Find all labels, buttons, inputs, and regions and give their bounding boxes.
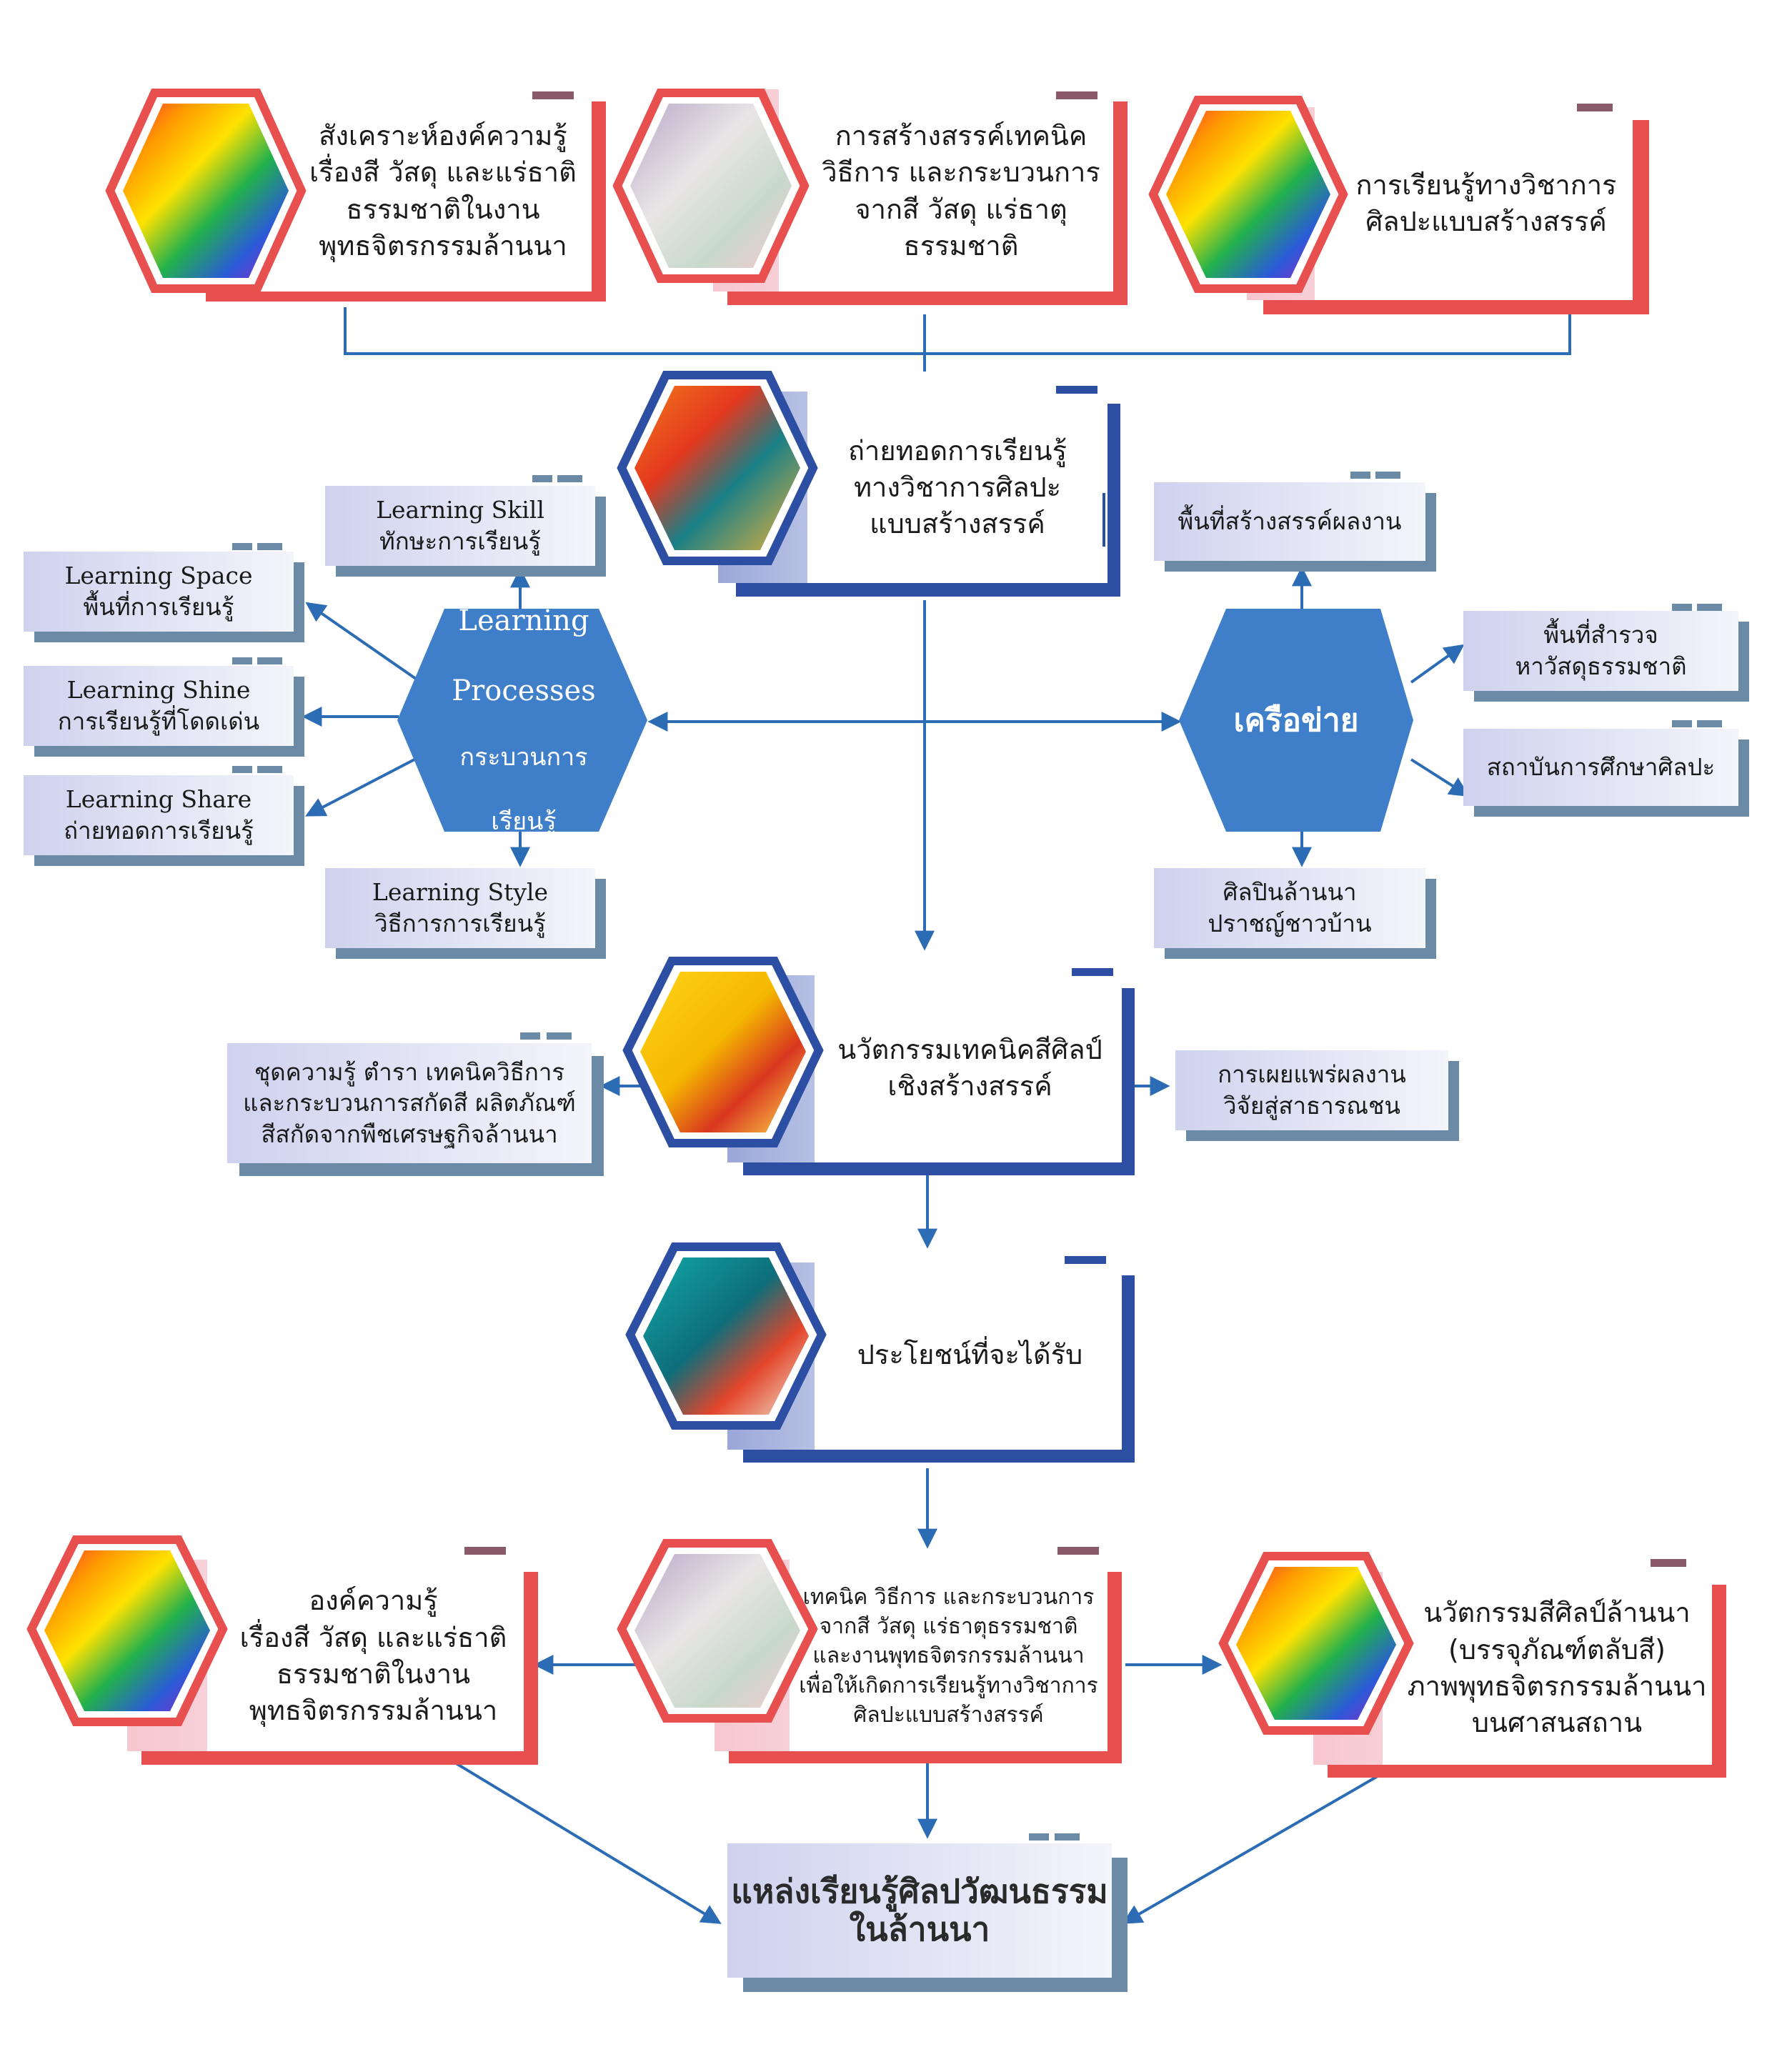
arrow-learning-share [305, 757, 417, 817]
bottom-card-3-text: นวัตกรรมสีศิลป์ล้านนา (บรรจุภัณฑ์ตลับสี)… [1407, 1597, 1707, 1739]
bottom-card-1 [26, 1535, 538, 1765]
top-card-3 [1148, 96, 1649, 314]
learning-style-en: Learning Style [372, 878, 549, 907]
learning-skill-th: ทักษะการเรียนรู้ [379, 527, 542, 555]
network-label: เครือข่าย [1179, 609, 1413, 832]
arrow-to-final-right [1122, 1772, 1384, 1924]
learning-processes-hexagon [397, 609, 647, 832]
learning-hex-line4: เรียนรู้ [491, 807, 557, 837]
final-text: แหล่งเรียนรู้ศิลปวัฒนธรรม ในล้านนา [731, 1872, 1108, 1948]
final-box [727, 1833, 1128, 1992]
network-item-2-text: พื้นที่สำรวจ หาวัสดุธรรมชาติ [1515, 621, 1687, 680]
arrow-to-final-left [445, 1756, 722, 1924]
network-item-4-text: ศิลปินล้านนา ปราชญ์ชาวบ้าน [1208, 878, 1372, 937]
bottom-card-2 [617, 1539, 1122, 1763]
top-card-2 [612, 89, 1128, 305]
learning-share-en: Learning Share [65, 785, 252, 814]
top-card-3-text: การเรียนรู้ทางวิชาการ ศิลปะแบบสร้างสรรค์ [1355, 169, 1617, 237]
learning-shine-th: การเรียนรู้ที่โดดเด่น [57, 707, 260, 735]
bottom-card-3 [1218, 1552, 1726, 1778]
connector-lines [302, 307, 1571, 1924]
top-card-1-text: สังเคราะห์องค์ความรู้ เรื่องสี วัสดุ และ… [309, 119, 577, 262]
arrow-network-institute [1410, 758, 1470, 797]
learning-space-th: พื้นที่การเรียนรู้ [83, 593, 234, 621]
bottom-card-2-text: เทคนิค วิธีการ และกระบวนการ จากสี วัสดุ … [799, 1584, 1098, 1728]
network-item-3-text: สถาบันการศึกษาศิลปะ [1486, 753, 1716, 782]
blue-card-2 [622, 957, 1135, 1175]
blue-card-3 [625, 1242, 1135, 1463]
small-box-shapes [24, 472, 1749, 1176]
network-hexagon [1179, 609, 1413, 832]
blue-card-1 [617, 371, 1120, 597]
learning-skill-en: Learning Skill [376, 496, 544, 524]
bottom-card-1-text: องค์ความรู้ เรื่องสี วัสดุ และแร่ธาติ ธร… [239, 1585, 507, 1727]
learning-hex-line2: Processes [452, 674, 596, 707]
learning-space-en: Learning Space [64, 562, 253, 590]
side-item-1-text: ชุดความรู้ ตำรา เทคนิควิธีการ และกระบวนก… [243, 1057, 576, 1148]
blue-card-1-text: ถ่ายทอดการเรียนรู้ ทางวิชาการศิลปะ แบบสร… [848, 434, 1067, 540]
top-card-1 [105, 89, 606, 302]
blue-card-2-text: นวัตกรรมเทคนิคสีศิลป์ เชิงสร้างสรรค์ [837, 1033, 1102, 1102]
side-item-2-text: การเผยแพร่ผลงาน วิจัยสู่สาธารณชน [1218, 1060, 1406, 1120]
learning-share-th: ถ่ายทอดการเรียนรู้ [64, 817, 254, 845]
learning-hex-line3: กระบวนการ [459, 743, 588, 772]
network-hex-text: เครือข่าย [1233, 702, 1359, 739]
top-card-2-text: การสร้างสรรค์เทคนิค วิธีการ และกระบวนการ… [822, 119, 1100, 262]
arrow-network-explore [1410, 644, 1465, 684]
network-item-1-text: พื้นที่สร้างสรรค์ผลงาน [1178, 507, 1402, 536]
learning-processes-label: Learning Processes กระบวนการ เรียนรู้ [400, 604, 647, 836]
top-bracket-line [344, 307, 1571, 355]
blue-card-3-text: ประโยชน์ที่จะได้รับ [857, 1339, 1083, 1371]
arrow-learning-space [305, 602, 417, 680]
learning-shine-en: Learning Shine [66, 676, 251, 704]
learning-style-th: วิธีการการเรียนรู้ [374, 910, 546, 937]
learning-hex-line1: Learning [458, 604, 589, 638]
